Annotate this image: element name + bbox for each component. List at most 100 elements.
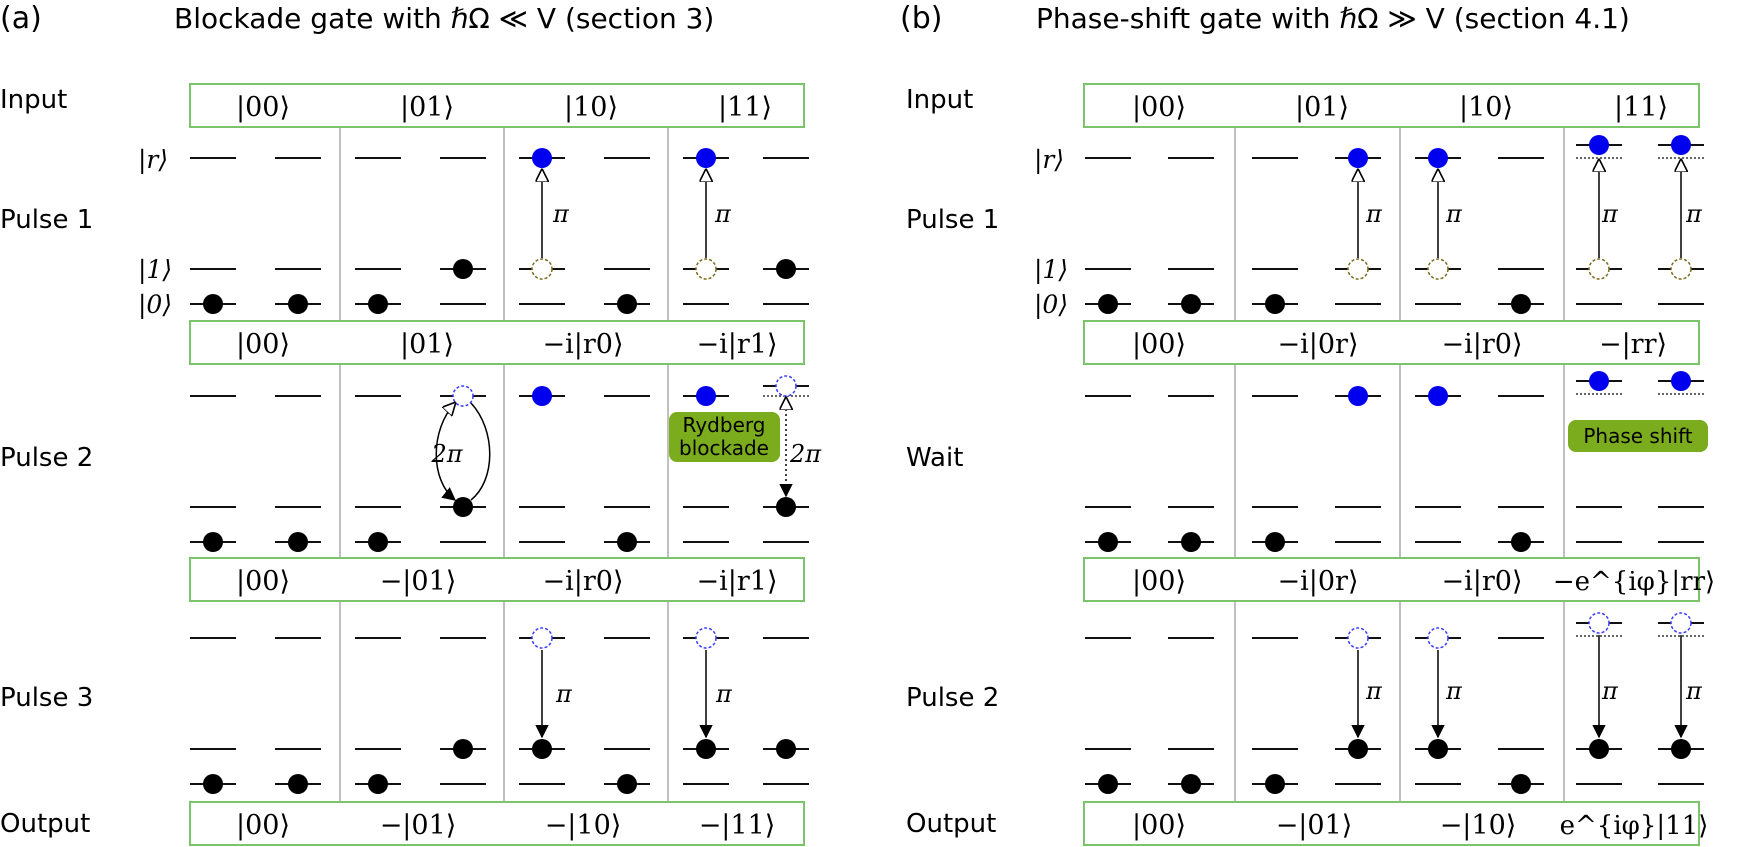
ground-atom — [1098, 294, 1118, 314]
ground-atom — [288, 774, 308, 794]
pi-label: π — [1601, 200, 1619, 228]
input-state-box: |00⟩ |01⟩ |10⟩ |11⟩ — [1083, 83, 1700, 128]
state-cell: −i|0r⟩ — [1278, 329, 1359, 360]
empty-rydberg-marker — [1588, 612, 1610, 634]
phase-shift-badge: Phase shift — [1568, 420, 1708, 452]
rydberg-atom — [532, 386, 552, 406]
state-cell: −|01⟩ — [380, 810, 457, 841]
empty-atom-marker — [695, 258, 717, 280]
rydberg-atom — [1589, 371, 1609, 391]
level-label-1: |1⟩ — [138, 255, 172, 285]
empty-atom-marker — [1347, 258, 1369, 280]
state-cell: −|11⟩ — [699, 810, 776, 841]
ground-atom — [1265, 294, 1285, 314]
state-cell: −i|r1⟩ — [697, 566, 778, 597]
state-cell: |10⟩ — [1459, 92, 1513, 123]
rydberg-atom — [1428, 386, 1448, 406]
state-cell: −i|r0⟩ — [543, 329, 624, 360]
ground-atom — [1098, 774, 1118, 794]
state-cell: |00⟩ — [1132, 810, 1186, 841]
after-pulse-2-state-box: |00⟩ −|01⟩ −i|r0⟩ −i|r1⟩ — [189, 557, 805, 602]
row-label-pulse-2: Pulse 2 — [0, 443, 93, 473]
row-label-output: Output — [0, 809, 90, 839]
empty-rydberg-marker — [1670, 612, 1692, 634]
ground-atom — [1181, 532, 1201, 552]
atom-level-1 — [776, 259, 796, 279]
rydberg-level-lines — [1085, 622, 1704, 639]
panel-b-title: Phase-shift gate with ℏΩ ≫ V (section 4.… — [1036, 2, 1630, 35]
level-label-0: |0⟩ — [138, 290, 172, 320]
state-cell: |11⟩ — [1614, 92, 1668, 123]
row-label-pulse-3: Pulse 3 — [0, 683, 93, 713]
ground-atom — [203, 774, 223, 794]
rydberg-atom — [1589, 135, 1609, 155]
state-cell: |01⟩ — [1295, 92, 1349, 123]
after-wait-state-box: |00⟩ −i|0r⟩ −i|r0⟩ −e^{iφ}|rr⟩ — [1083, 557, 1715, 602]
ground-atom — [1098, 532, 1118, 552]
state-cell: |00⟩ — [1132, 566, 1186, 597]
badge-background — [1568, 420, 1708, 452]
badge-text-line-1: Rydberg — [683, 413, 766, 437]
row-label-pulse-1: Pulse 1 — [906, 205, 999, 235]
row-label-output: Output — [906, 809, 996, 839]
atom-level-1 — [453, 497, 473, 517]
level-label-r: |r⟩ — [1034, 145, 1064, 175]
empty-rydberg-marker — [775, 375, 797, 397]
ground-atom — [203, 294, 223, 314]
ground-atom — [203, 532, 223, 552]
state-box-frame — [1083, 320, 1700, 365]
state-cell: |01⟩ — [400, 92, 454, 123]
ground-atom — [617, 774, 637, 794]
ground-atom — [368, 774, 388, 794]
state-cell: −|rr⟩ — [1599, 329, 1667, 360]
rydberg-atom — [696, 148, 716, 168]
rydberg-atom — [696, 386, 716, 406]
empty-atom-marker — [1588, 258, 1610, 280]
row-label-pulse-1: Pulse 1 — [0, 205, 93, 235]
level-label-1: |1⟩ — [1034, 255, 1068, 285]
level-label-0: |0⟩ — [1034, 290, 1068, 320]
pi-label: π — [1601, 677, 1619, 705]
state-cell: −|10⟩ — [545, 810, 622, 841]
state-box-frame — [189, 557, 805, 602]
ground-atom — [1181, 294, 1201, 314]
badge-text: Phase shift — [1583, 424, 1692, 448]
rydberg-level-lines — [190, 385, 809, 397]
after-pulse-1-state-box: |00⟩ −i|0r⟩ −i|r0⟩ −|rr⟩ — [1083, 320, 1700, 365]
row-label-wait: Wait — [906, 443, 963, 473]
atom-level-1 — [776, 497, 796, 517]
ground-atom — [617, 294, 637, 314]
row-label-pulse-2: Pulse 2 — [906, 683, 999, 713]
row-label-input: Input — [0, 85, 67, 115]
pi-label: π — [714, 200, 732, 228]
panel-b-label: (b) — [900, 1, 942, 36]
badge-background — [669, 412, 780, 462]
atom-level-1 — [1671, 739, 1691, 759]
atom-level-1 — [696, 739, 716, 759]
state-cell: −|01⟩ — [380, 566, 457, 597]
state-box-frame — [189, 83, 805, 128]
input-state-box: |00⟩ |01⟩ |10⟩ |11⟩ — [189, 83, 805, 128]
state-cell: −e^{iφ}|rr⟩ — [1553, 567, 1715, 597]
state-cell: |01⟩ — [400, 329, 454, 360]
empty-rydberg-marker — [1427, 627, 1449, 649]
output-state-box: |00⟩ −|01⟩ −|10⟩ e^{iφ}|11⟩ — [1083, 801, 1708, 846]
state-cell: −i|r0⟩ — [1442, 329, 1523, 360]
atom-level-1 — [1589, 739, 1609, 759]
state-cell: −i|r0⟩ — [543, 566, 624, 597]
panel-a: (a) Blockade gate with ℏΩ ≪ V (section 3… — [0, 1, 822, 846]
ground-atom — [1181, 774, 1201, 794]
two-pi-rotation-arrow — [435, 403, 455, 500]
rydberg-atom — [1428, 148, 1448, 168]
rydberg-atom — [1671, 135, 1691, 155]
empty-atom-marker — [1427, 258, 1449, 280]
ground-atom — [1265, 532, 1285, 552]
empty-atom-marker — [1670, 258, 1692, 280]
after-pulse-1-state-box: |00⟩ |01⟩ −i|r0⟩ −i|r1⟩ — [189, 320, 805, 365]
panel-a-label: (a) — [0, 1, 42, 36]
state-box-frame — [189, 801, 805, 846]
state-cell: |11⟩ — [718, 92, 772, 123]
state-cell: |00⟩ — [236, 566, 290, 597]
state-box-frame — [189, 320, 805, 365]
